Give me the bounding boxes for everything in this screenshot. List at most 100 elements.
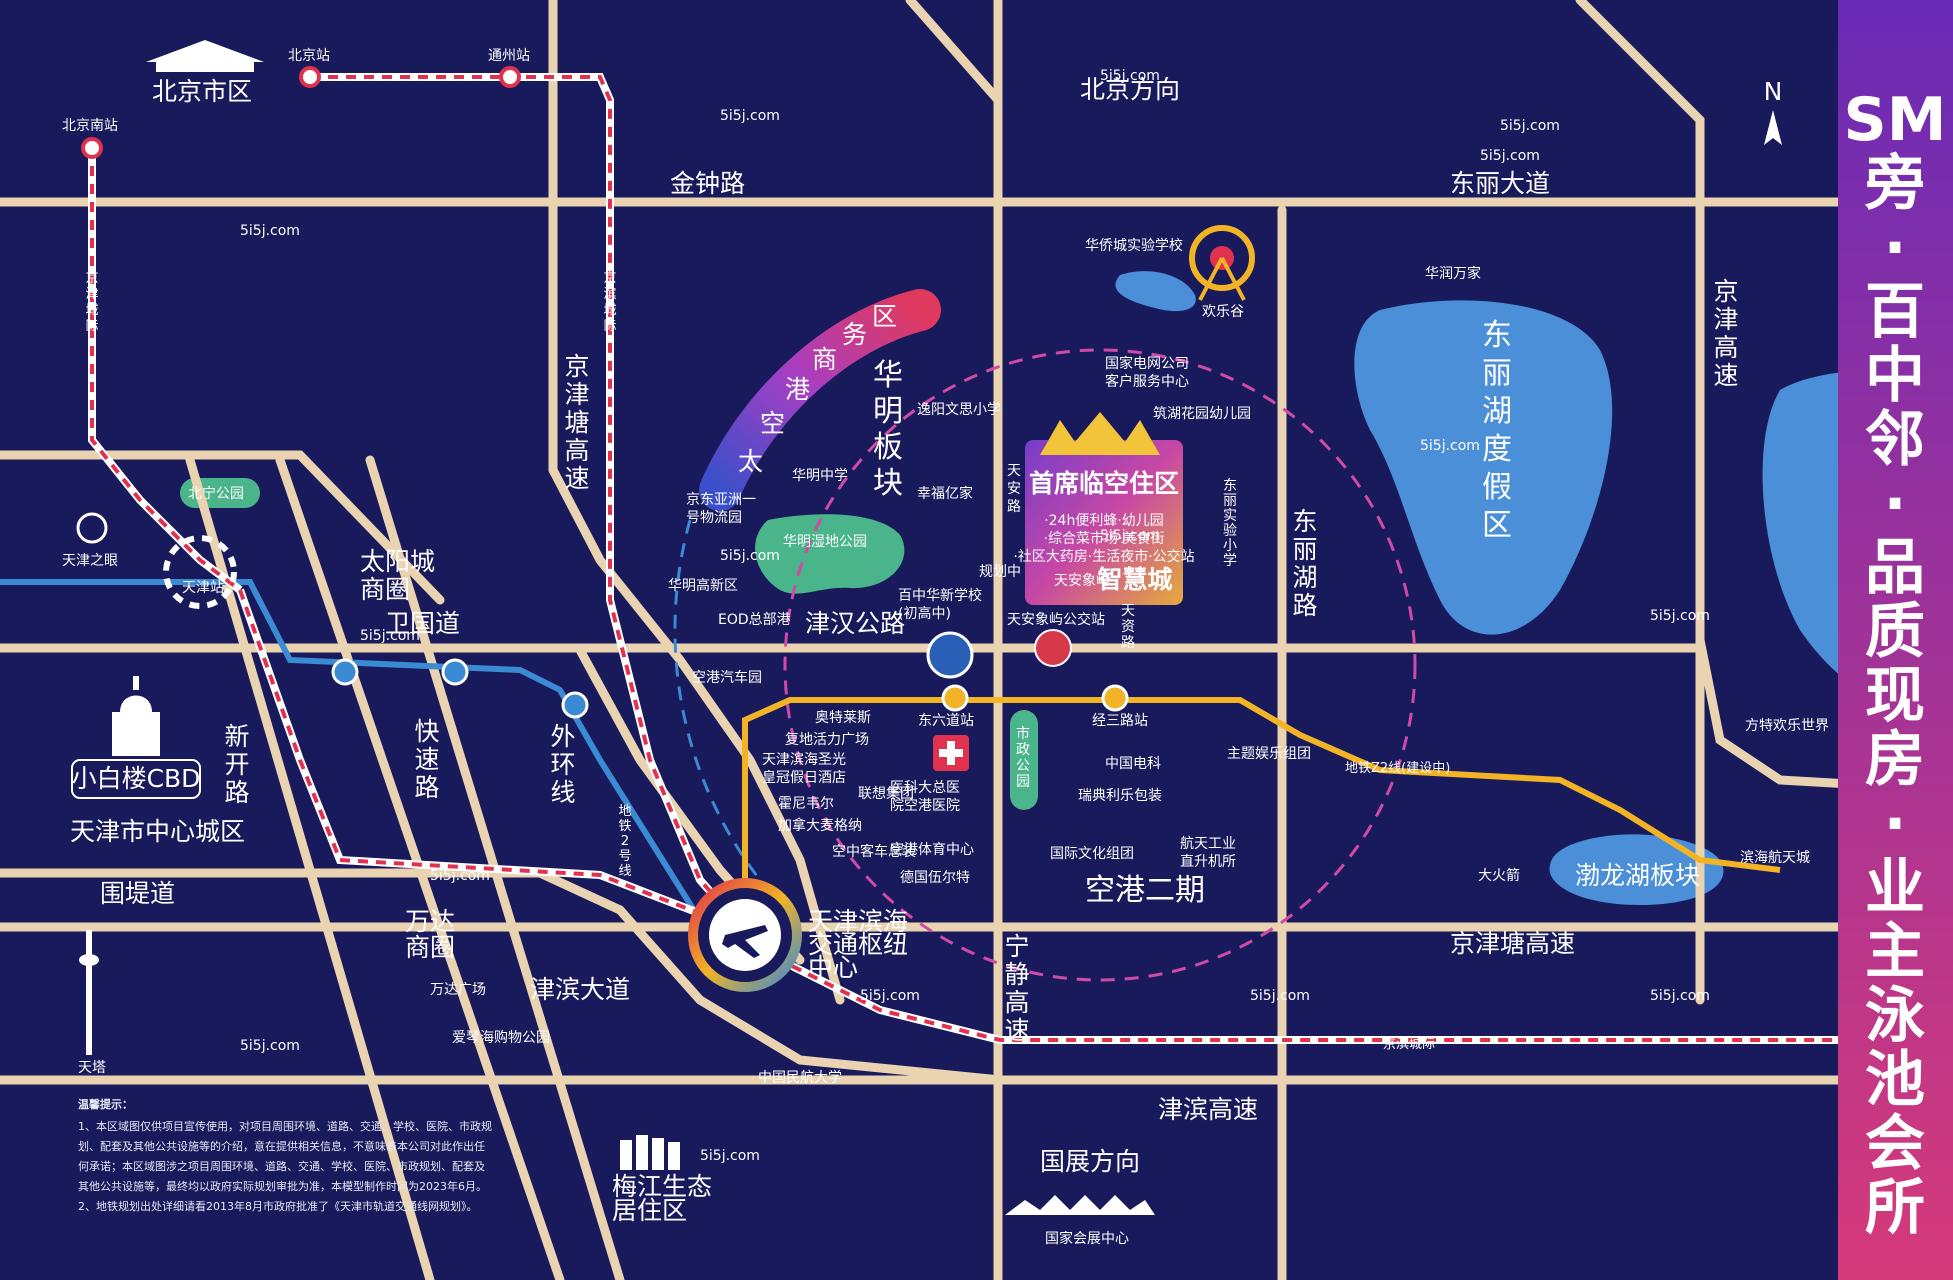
area-label-city-center: 天津市中心城区 xyxy=(70,817,245,846)
notice-line: 划、配套及其他公共设施等的介绍，意在提供相关信息，不意味着本公司对此作出任 xyxy=(78,1139,485,1153)
area-label-meijiang: 梅江生态居住区 xyxy=(612,1172,712,1225)
project-feature: ·综合菜市场·美食街 xyxy=(1044,530,1165,547)
road-vertical-550 xyxy=(548,0,845,1005)
watermark: 5i5j.com xyxy=(430,868,490,884)
watermark: 5i5j.com xyxy=(240,1038,300,1054)
poi-baizhong: 百中华新学校(初高中) xyxy=(898,587,982,622)
area-label-huaming: 华明板块 xyxy=(873,358,903,501)
poi-guoji-wenhua: 国际文化组团 xyxy=(1050,846,1134,862)
poi-hangtian: 航天工业直升机所 xyxy=(1180,836,1236,870)
beijing-palace-icon xyxy=(146,40,264,72)
rail-tag-jingbin-city: 京滨城际 xyxy=(603,271,616,334)
poi-dongli-experimental: 东丽实验小学 xyxy=(1223,478,1237,569)
metro-line-z2 xyxy=(742,697,1781,900)
poi-huaming-wetland: 华明湿地公园 xyxy=(783,534,867,550)
road-dongli-top xyxy=(905,0,1003,105)
watermark: 5i5j.com xyxy=(1480,148,1540,164)
poi-deguo: 德国伍尔特 xyxy=(900,870,970,886)
sidebar-char: · xyxy=(1884,469,1907,539)
sidebar-char: 会 xyxy=(1865,1109,1925,1179)
sidebar-char: · xyxy=(1884,789,1907,859)
station-jingsanlu: 经三路站 xyxy=(1092,713,1148,729)
poi-kongang-car: 空港汽车园 xyxy=(692,669,762,686)
watermark: 5i5j.com xyxy=(1500,118,1560,134)
meijiang-icon xyxy=(620,1135,680,1170)
watermark: 5i5j.com xyxy=(1100,528,1160,544)
road-label-tianzi: 天资路 xyxy=(1121,603,1135,651)
sidebar-char: 池 xyxy=(1865,1045,1925,1115)
rail-tag-jingjin-city: 京津城际 xyxy=(85,271,98,334)
rail-lines xyxy=(88,73,1953,1044)
transit-hub-icon xyxy=(688,878,802,992)
poi-ruidian: 瑞典利乐包装 xyxy=(1078,788,1162,804)
station-tongzhou: 通州站 xyxy=(488,48,530,64)
capitol-icon xyxy=(112,676,160,756)
radius-circle xyxy=(783,348,1417,982)
metro-line-2 xyxy=(0,579,741,928)
area-label-konggang-erqi: 空港二期 xyxy=(1085,873,1205,908)
area-label-bohailong: 渤龙湖板块 xyxy=(1575,861,1700,890)
road-label-jingjin-expressway: 京津高速 xyxy=(1713,277,1738,390)
road-label-ningjing: 宁静高速 xyxy=(1004,932,1029,1045)
municipal-park-shape xyxy=(1010,710,1038,810)
watermark: 5i5j.com xyxy=(1420,438,1480,454)
poi-zhongguo-dianke: 中国电科 xyxy=(1105,756,1161,772)
sidebar-char: · xyxy=(1884,213,1907,283)
poi-eod: EOD总部港 xyxy=(718,612,791,628)
poi-expo: 国家会展中心 xyxy=(1045,1230,1129,1247)
poi-huarun: 华润万家 xyxy=(1425,265,1481,282)
project-feature: ·24h便利蜂·幼儿园 xyxy=(1044,513,1164,529)
poi-stadium: 空港体育中心 xyxy=(890,842,974,858)
rail-tag-jingbin-bottom: 京滨城际 xyxy=(1383,1036,1435,1052)
station-beijing-south: 北京南站 xyxy=(62,118,118,134)
notice-line: 何承诺；本区域图涉之项目周围环境、道路、交通、学校、医院、市政规划、配套及 xyxy=(78,1159,485,1173)
road-label-tianan: 天安路 xyxy=(1007,463,1021,515)
watermark: 5i5j.com xyxy=(860,988,920,1004)
project-marker[interactable] xyxy=(1025,412,1183,605)
watermark: 5i5j.com xyxy=(720,548,780,564)
project-title: 首席临空住区 xyxy=(1029,469,1179,498)
direction-guozhan: 国展方向 xyxy=(1040,1147,1140,1176)
poi-yike-hospital: 医科大总医院空港医院 xyxy=(890,780,960,814)
road-label-weidi: 围堤道 xyxy=(100,879,175,908)
poi-bus-station: 天安象屿公交站 xyxy=(1007,611,1105,628)
watermark: 5i5j.com xyxy=(1650,988,1710,1004)
notice-line: 2、地铁规划出处详细请看2013年8月市政府批准了《天津市轨道交通线网规划》。 xyxy=(78,1199,478,1213)
dongli-lake xyxy=(1354,300,1613,635)
sidebar-char: 现 xyxy=(1865,661,1925,731)
notice-line: 1、本区域图仅供项目宣传使用，对项目周围环境、道路、交通、学校、医院、市政规 xyxy=(78,1119,492,1133)
poi-crowne: 天津滨海圣光皇冠假日酒店 xyxy=(762,752,846,786)
sidebar-char: 中 xyxy=(1865,341,1925,411)
road-label-dongli-lake-road: 东丽湖路 xyxy=(1292,507,1317,620)
poi-zhuhu: 筑湖花园幼儿园 xyxy=(1153,406,1251,422)
road-jingjin-expressway xyxy=(1575,0,1705,1005)
project-brand-big: 智慧城 xyxy=(1097,565,1172,594)
sidebar-char: 旁 xyxy=(1864,149,1925,219)
road-label-waihuan: 外环线 xyxy=(550,722,575,807)
area-label-dongli-resort: 东丽湖度假区 xyxy=(1482,318,1512,543)
station-tianjin-eye: 天津之眼 xyxy=(62,553,118,569)
watermark: 5i5j.com xyxy=(700,1148,760,1164)
project-feature: ·社区大药房·生活夜市·公交站 xyxy=(1013,548,1194,565)
area-label-wanda: 万达商圈 xyxy=(405,907,455,962)
sidebar-char: SM xyxy=(1844,85,1947,155)
sidebar-panel xyxy=(1838,0,1953,1280)
road-label-jinbin-expressway: 津滨高速 xyxy=(1158,1095,1258,1124)
area-label-taiyangcheng: 太阳城商圈 xyxy=(360,547,435,604)
sm-logo-icon xyxy=(926,631,974,679)
poi-huaming-new: 华明高新区 xyxy=(668,577,738,594)
radius-circle-blue-arc xyxy=(673,519,762,881)
road-label-kuaisu: 快速路 xyxy=(414,717,439,802)
sidebar-char: 房 xyxy=(1865,725,1925,795)
poi-civil-aviation: 中国民航大学 xyxy=(758,1070,842,1086)
poi-beining-park: 北宁公园 xyxy=(188,485,244,502)
sidebar-char: 所 xyxy=(1865,1173,1925,1243)
poi-huaqiao: 华侨城实验学校 xyxy=(1085,237,1183,254)
compass-icon xyxy=(1764,110,1782,145)
watermark: 5i5j.com xyxy=(1250,988,1310,1004)
poi-wanda-plaza: 万达广场 xyxy=(430,982,486,998)
watermark: 5i5j.com xyxy=(1100,68,1160,84)
taikong-banner xyxy=(699,289,941,511)
